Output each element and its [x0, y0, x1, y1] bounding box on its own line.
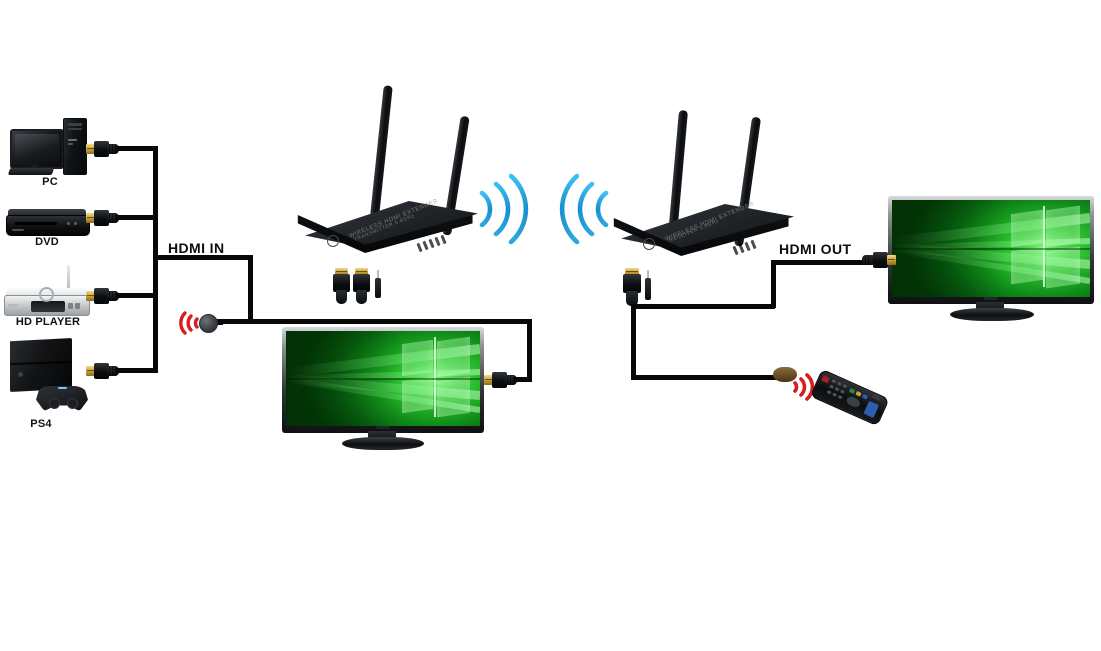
- monitor-icon: [10, 129, 64, 169]
- wire-local-tv-riser: [527, 319, 532, 382]
- ir-emitter-bud: [773, 367, 797, 382]
- tv-screen-remote: [892, 200, 1090, 297]
- power-knob-icon[interactable]: [327, 235, 339, 247]
- tv-screen-local: [286, 331, 480, 426]
- wire-dvd-to-bus: [116, 215, 158, 220]
- source-label-ps4: PS4: [30, 418, 52, 430]
- wifi-waves-icon-transmitter: [478, 170, 534, 248]
- ir-waves-icon-remote: [790, 370, 820, 404]
- audio-jack-icon: [375, 270, 381, 304]
- source-label-dvd: DVD: [35, 236, 59, 248]
- wire-ir-emitter-branch: [631, 375, 786, 380]
- wire-hdmi-in-to-transmitter: [215, 319, 355, 324]
- ps4-console-icon: [10, 338, 72, 392]
- hdmi-connector-receiver: [622, 268, 644, 310]
- wire-hdmi-out-riser: [771, 260, 776, 308]
- source-device-dvd: DVD: [6, 205, 96, 253]
- hdmi-connector-local-tv: [484, 371, 518, 389]
- wire-hdmi-in-trunk: [153, 255, 253, 260]
- source-device-pc: PC: [6, 118, 102, 188]
- hdmi-out-label: HDMI OUT: [779, 241, 852, 257]
- hdmi-connector-transmitter-b: [352, 268, 372, 308]
- local-tv: [282, 327, 484, 451]
- wire-hdplayer-to-bus: [116, 293, 158, 298]
- hdmi-connector-hd-player: [86, 287, 120, 305]
- wire-local-tv-out: [514, 377, 532, 382]
- hdmi-connector-transmitter-a: [332, 268, 352, 308]
- antenna-icon-left: [370, 85, 393, 218]
- hdmi-connector-dvd: [86, 209, 120, 227]
- keyboard-icon: [7, 168, 55, 175]
- transmitter-cable-bundle: [332, 268, 392, 324]
- source-label-hd-player: HD PLAYER: [15, 316, 81, 328]
- wire-receiver-drop: [631, 304, 636, 380]
- wire-ps4-to-bus: [116, 368, 158, 373]
- power-knob-icon[interactable]: [643, 238, 655, 250]
- wifi-waves-icon-receiver: [554, 170, 610, 248]
- source-device-hd-player: HD PLAYER: [4, 265, 100, 328]
- wireless-hdmi-receiver[interactable]: WIRELESS HDMI EXTENDER RECEIVER 5.8GHz: [610, 110, 800, 280]
- source-label-pc: PC: [42, 176, 58, 188]
- antenna-icon: [67, 265, 70, 290]
- hd-player-icon: [4, 287, 90, 316]
- wireless-hdmi-transmitter[interactable]: WIRELESS HDMI EXTENDER TRANSMITTER 5.8GH…: [292, 85, 492, 280]
- wire-hdmi-in-drop: [248, 255, 253, 323]
- hdmi-connector-pc: [86, 140, 120, 158]
- hdmi-in-label: HDMI IN: [168, 240, 225, 256]
- dvd-player-icon: [6, 215, 90, 236]
- hdmi-connector-remote-tv: [862, 251, 896, 269]
- tower-icon: [63, 118, 87, 175]
- gamepad-icon: [36, 382, 88, 416]
- ir-remote-control[interactable]: [808, 368, 890, 429]
- wire-receiver-run: [631, 304, 775, 309]
- wire-hdmi-out-to-tv: [771, 260, 881, 265]
- wire-local-tv-to-transmitter: [352, 319, 532, 324]
- ir-waves-icon: [174, 310, 200, 336]
- source-device-ps4: PS4: [4, 338, 100, 430]
- ir-receiver-eye: [199, 314, 218, 333]
- hdmi-connector-ps4: [86, 362, 120, 380]
- remote-tv: [888, 196, 1094, 321]
- receiver-cable-bundle: [622, 268, 662, 324]
- audio-jack-icon: [645, 270, 651, 306]
- wire-pc-to-bus: [116, 146, 158, 151]
